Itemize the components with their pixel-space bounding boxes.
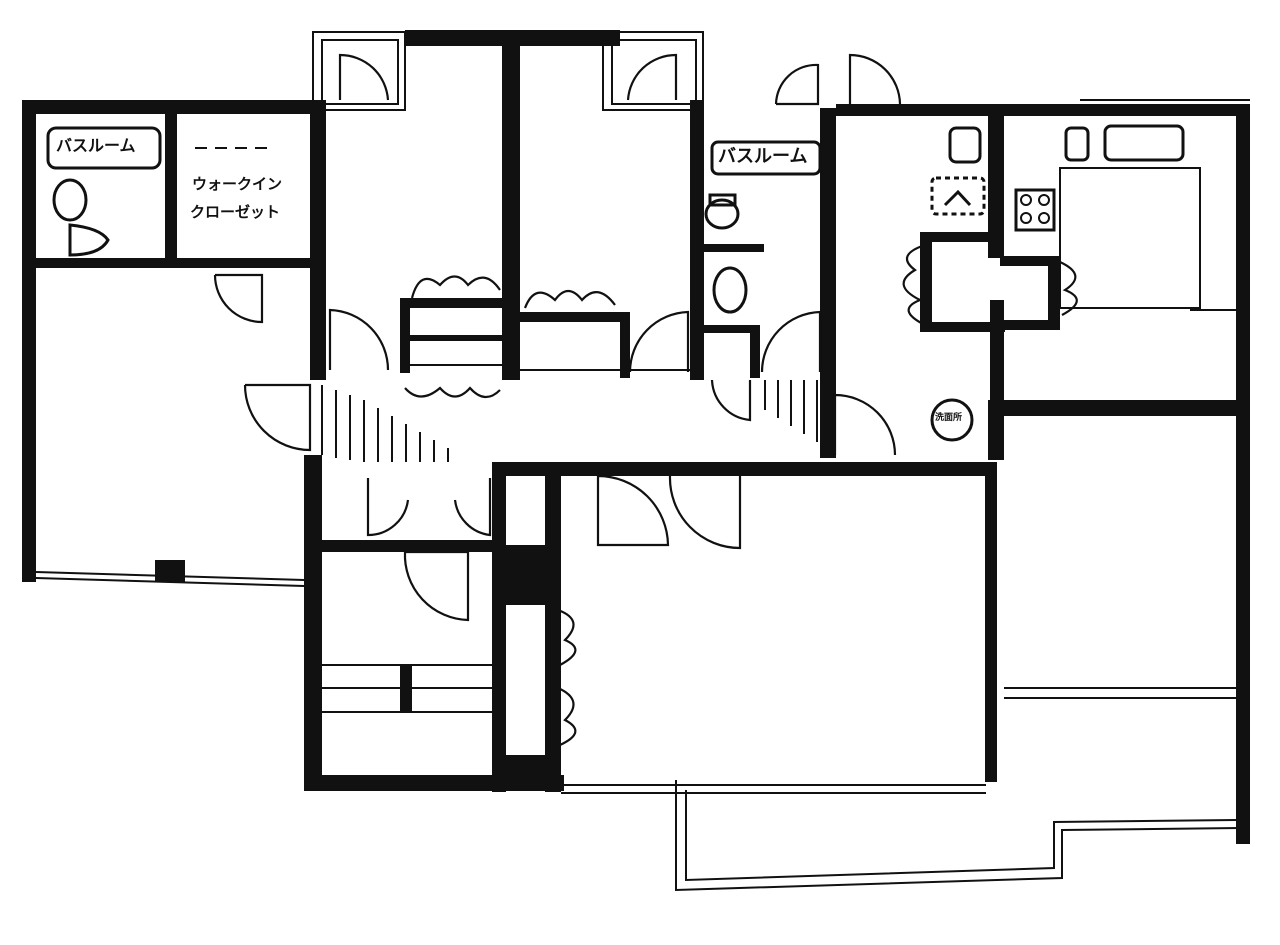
bathroom-left-label: バスルーム [56, 136, 136, 155]
fixtures [46, 124, 1185, 442]
inner-walls [35, 114, 1241, 892]
bathroom-center-label: バスルーム [718, 146, 808, 167]
walk-in-closet-label-line2: クローゼット [190, 203, 281, 221]
window-frames [312, 31, 1250, 380]
small-fixture-label: 洗面所 [935, 413, 963, 423]
walk-in-closet-label-line1: ウォークイン [192, 175, 283, 193]
door-swings [213, 53, 1078, 746]
entry-hatch [321, 380, 818, 462]
